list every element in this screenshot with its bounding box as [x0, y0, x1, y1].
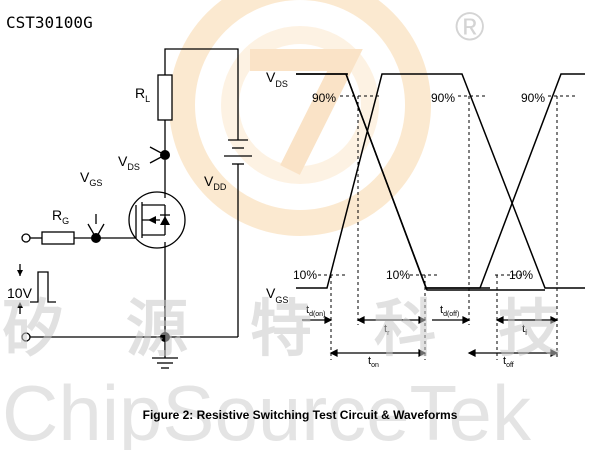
vds-probe-icon [149, 146, 167, 164]
pct-90-b: 90% [431, 91, 455, 105]
vdd-label: VDD [204, 173, 227, 192]
watermark-chinese: 矽源特科技 [2, 292, 600, 365]
tf-label: tf [522, 323, 527, 337]
vgs-main-wave [296, 73, 585, 289]
mosfet-symbol-icon [128, 160, 186, 262]
pct-10-b: 10% [386, 268, 410, 282]
pct-90-a: 90% [312, 91, 336, 105]
pct-10-a: 10% [293, 268, 317, 282]
pulse-amplitude-label: 10V [7, 285, 33, 301]
pct-10-c: 10% [509, 268, 533, 282]
td-on-label: td(on) [306, 304, 325, 318]
vdd-battery-icon [224, 139, 252, 337]
tr-label: tr [384, 323, 390, 337]
ground-icon [152, 337, 178, 369]
toff-label: toff [503, 355, 514, 369]
part-number: CST30100G [6, 13, 93, 32]
input-terminal-top [21, 233, 31, 243]
watermark-english: ChipSourceTek [2, 369, 532, 450]
drain-supply-wire [164, 48, 239, 140]
ton-label: ton [368, 355, 379, 369]
wave-vgs-label: VGS [266, 285, 288, 305]
pulse-icon [30, 271, 56, 303]
figure-caption: Figure 2: Resistive Switching Test Circu… [143, 408, 458, 422]
load-resistor [157, 74, 173, 121]
rg-label: RG [52, 207, 69, 226]
circuit-vgs-label: VGS [80, 169, 102, 188]
td-off-label: td(off) [440, 304, 459, 318]
pct-90-c: 90% [521, 91, 545, 105]
rl-label: RL [135, 85, 150, 104]
gate-resistor [41, 231, 75, 245]
registered-mark: ® [455, 5, 484, 49]
test-circuit: RL VDS VDD VGS RG 10V [7, 48, 252, 369]
circuit-vds-label: VDS [118, 153, 140, 172]
company-logo-watermark [169, 0, 431, 236]
timing-arrows [302, 316, 559, 357]
switching-waveforms: VDS VGS 90% 90% 90% 10% 10% 10% td(on) t… [266, 69, 585, 369]
wave-vds-label: VDS [266, 69, 288, 89]
vds-main-wave [296, 73, 585, 289]
